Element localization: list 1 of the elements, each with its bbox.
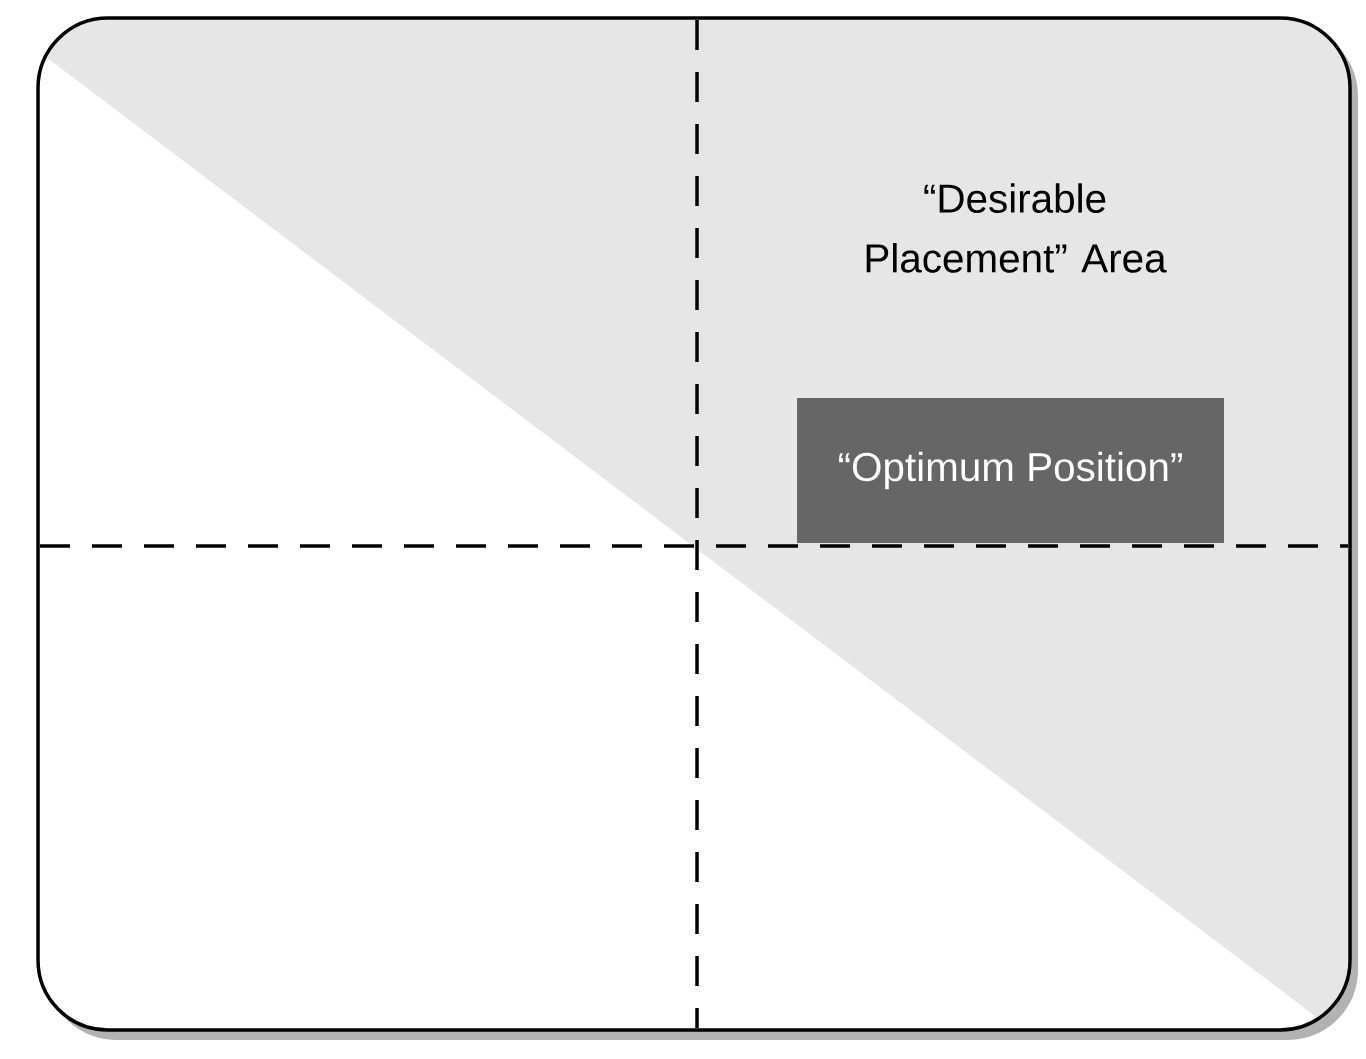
label-box: “Optimum Position”: [797, 398, 1224, 543]
